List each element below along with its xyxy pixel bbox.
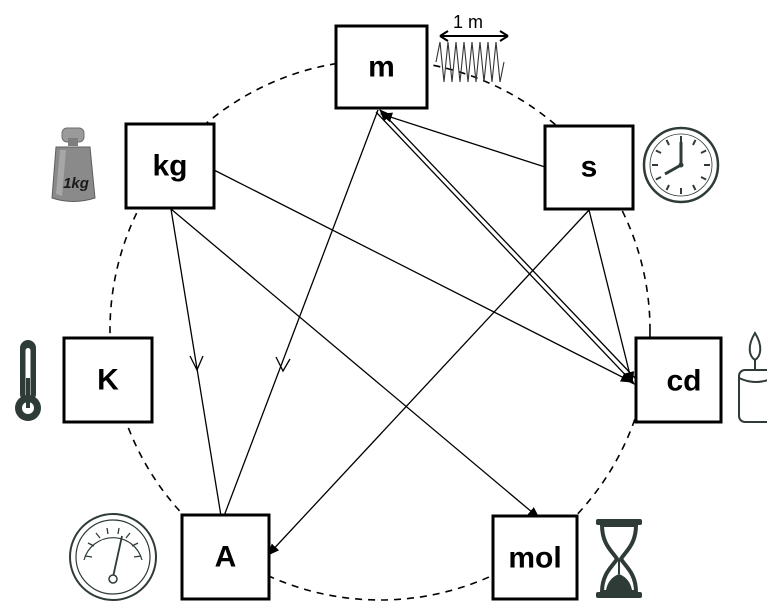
unit-label-mol: mol — [508, 542, 561, 575]
edge-chevron-m-a — [275, 356, 291, 373]
thermometer-icon — [15, 340, 41, 421]
unit-label-m: m — [368, 51, 395, 84]
edge-kg-to-cd — [213, 169, 633, 383]
edge-chevron-kg-a — [189, 355, 204, 372]
unit-mol: mol — [491, 514, 579, 601]
unit-box-s — [543, 124, 635, 211]
kg-weight-label: 1kg — [63, 175, 89, 192]
unit-label-cd: cd — [666, 365, 701, 398]
edge-a-to-m — [223, 109, 379, 517]
edge-cd-to-m — [379, 109, 637, 380]
dependency-edges — [170, 109, 637, 556]
wave-icon: 1 m — [435, 12, 509, 83]
unit-label-s: s — [581, 151, 598, 184]
unit-box-cd — [634, 336, 723, 424]
unit-label-kg: kg — [152, 150, 187, 183]
unit-cd: cd — [634, 336, 723, 424]
unit-k: K — [62, 336, 154, 424]
weight-icon: 1kg — [51, 127, 96, 202]
hourglass-icon — [596, 519, 642, 598]
unit-box-kg — [124, 122, 216, 210]
edge-a-to-kg — [170, 208, 222, 517]
unit-box-k — [62, 336, 154, 424]
unit-label-a: A — [215, 541, 237, 574]
unit-kg: kg — [124, 122, 216, 210]
edge-s-to-cd — [588, 209, 635, 384]
edge-kg-to-mol — [170, 208, 540, 519]
unit-s: s — [543, 124, 635, 211]
unit-box-mol — [491, 514, 579, 601]
clock-icon — [642, 126, 720, 204]
unit-box-a — [180, 513, 271, 601]
dashed-ring — [109, 59, 651, 601]
unit-a: A — [180, 513, 271, 601]
ammeter-icon — [69, 513, 157, 601]
candle-icon — [738, 331, 767, 423]
edge-s-to-a — [267, 208, 591, 556]
unit-box-m — [334, 24, 429, 110]
edge-m-to-cd — [375, 111, 635, 385]
unit-label-k: K — [97, 364, 119, 397]
edge-s-to-m — [380, 112, 546, 168]
unit-m: m — [334, 24, 429, 110]
meter-length-label: 1 m — [453, 12, 483, 32]
